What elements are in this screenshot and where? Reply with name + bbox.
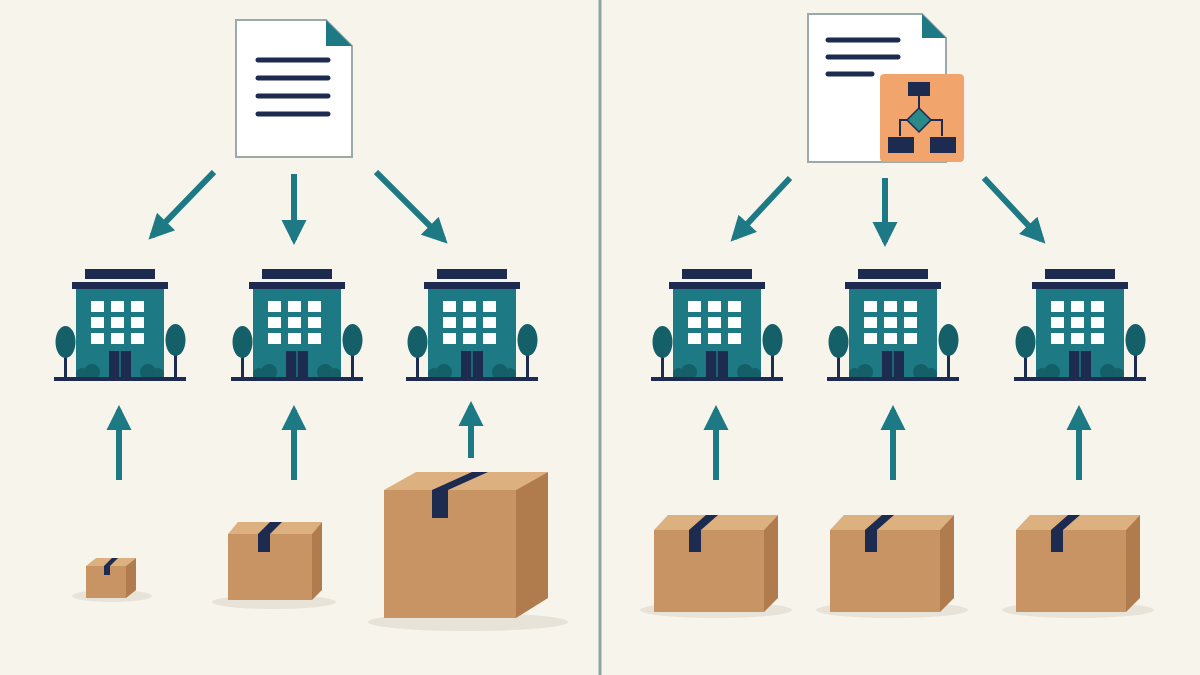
arrow-icon (148, 169, 217, 240)
box-medium (640, 515, 792, 618)
office-building-icon (651, 269, 783, 381)
box-medium (816, 515, 968, 618)
box-medium (1002, 515, 1154, 618)
box-medium (212, 522, 336, 609)
office-building-icon (231, 269, 363, 381)
arrow-icon (373, 169, 448, 244)
office-building-icon (1014, 269, 1146, 381)
document-icon (235, 19, 353, 158)
office-building-icon (827, 269, 959, 381)
office-building-icon (406, 269, 538, 381)
right-panel (640, 13, 1154, 618)
arrow-icon (730, 175, 793, 242)
box-small (72, 558, 152, 602)
left-panel (54, 19, 568, 631)
box-large (368, 472, 568, 631)
office-building-icon (54, 269, 186, 381)
flowchart-icon (880, 74, 964, 162)
arrow-icon (981, 175, 1046, 244)
